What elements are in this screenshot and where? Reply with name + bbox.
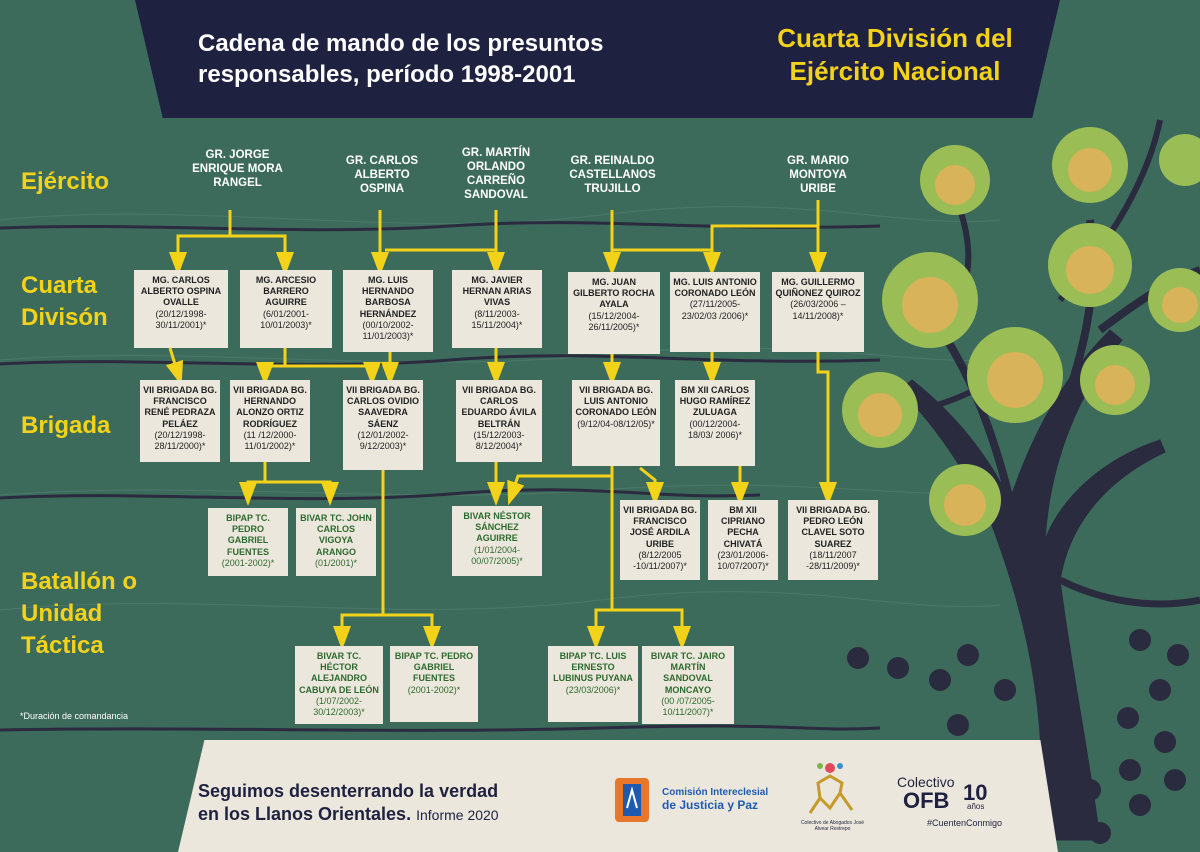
batallon-card: BIPAP TC. PEDRO GABRIEL FUENTES (2001-20… <box>390 646 478 722</box>
card-dates: (15/12/2004-26/11/2005)* <box>588 310 640 332</box>
card-name: MG. JAVIER HERNAN ARIAS VIVAS <box>462 275 532 308</box>
card-dates: (18/11/2007 -28/11/2009)* <box>806 549 860 572</box>
batallon-card: BIPAP TC. PEDRO GABRIEL FUENTES (2001-20… <box>208 508 288 576</box>
division-card: MG. ARCESIO BARRERO AGUIRRE (6/01/2001-1… <box>240 270 332 348</box>
batallon-card: BIVAR TC. JOHN CARLOS VIGOYA ARANGO (01/… <box>296 508 376 576</box>
cfb-line-2: OFB <box>903 788 950 813</box>
card-name: MG. ARCESIO BARRERO AGUIRRE <box>255 275 317 308</box>
brigada-card: VII BRIGADA BG. LUIS ANTONIO CORONADO LE… <box>572 380 660 466</box>
card-dates: (2001-2002)* <box>221 557 275 568</box>
general-montoya: GR. MARIO MONTOYA URIBE <box>787 155 849 195</box>
unit-title: Cuarta División del Ejército Nacional <box>777 23 1013 86</box>
report-year: Informe 2020 <box>416 807 499 823</box>
card-name: BIVAR TC. JOHN CARLOS VIGOYA ARANGO <box>300 513 372 557</box>
cfb-line-4: años <box>967 802 985 811</box>
tagline-line-2: en los Llanos Orientales. <box>198 804 412 824</box>
cfb-line-1: Colectivo <box>897 774 955 790</box>
card-dates: (23/03/2006)* <box>565 684 621 695</box>
batallon-card: BIVAR TC. JAIRO MARTÍN SANDOVAL MONCAYO … <box>642 646 734 724</box>
cij-logo-text: Comisión Intereclesial de Justicia y Paz <box>662 787 768 811</box>
card-name: VII BRIGADA BG. CARLOS OVIDIO SAAVEDRA S… <box>346 385 420 429</box>
card-dates: (6/01/2001-10/01/2003)* <box>260 308 312 330</box>
card-dates: (11 /12/2000-11/01/2002)* <box>243 429 297 452</box>
card-dates: (9/12/04-08/12/05)* <box>577 418 655 429</box>
division-card: MG. JAVIER HERNAN ARIAS VIVAS (8/11/2003… <box>452 270 542 348</box>
card-name: MG. GUILLERMO QUIÑONEZ QUIROZ <box>775 277 861 299</box>
brigada-card: VII BRIGADA BG. PEDRO LEÓN CLAVEL SOTO S… <box>788 500 878 580</box>
tagline-line-1: Seguimos desenterrando la verdad <box>198 781 499 801</box>
cij-line-1: Comisión Intereclesial <box>662 787 769 798</box>
card-dates: (23/01/2006-10/07/2007)* <box>717 549 769 572</box>
level-ejercito: Ejército <box>21 168 110 195</box>
cfb-hashtag: #CuentenConmigo <box>927 818 1003 828</box>
level-brigada: Brigada <box>21 412 111 439</box>
card-dates: (00/10/2002-11/01/2003)* <box>362 319 414 342</box>
card-name: BIVAR TC. HÉCTOR ALEJANDRO CABUYA DE LEÓ… <box>299 651 379 695</box>
brigada-card: VII BRIGADA BG. FRANCISCO JOSÉ ARDILA UR… <box>620 500 700 580</box>
general-ospina: GR. CARLOS ALBERTO OSPINA <box>345 155 419 195</box>
card-dates: (00 /07/2005-10/11/2007)* <box>661 695 715 718</box>
card-name: BIPAP TC. PEDRO GABRIEL FUENTES <box>394 651 474 684</box>
general-mora-rangel: GR. JORGE ENRIQUE MORA RANGEL <box>192 149 283 189</box>
division-card: MG. JUAN GILBERTO ROCHA AYALA (15/12/200… <box>568 272 660 354</box>
general-castellanos: GR. REINALDO CASTELLANOS TRUJILLO <box>569 155 656 195</box>
brigada-card: VII BRIGADA BG. CARLOS OVIDIO SAAVEDRA S… <box>343 380 423 470</box>
cajar-logo-text: Colectivo de Abogados José Alvear Restre… <box>800 820 865 832</box>
card-name: VII BRIGADA BG. PEDRO LEÓN CLAVEL SOTO S… <box>796 505 870 549</box>
batallon-card: BIVAR NÉSTOR SÁNCHEZ AGUIRRE (1/01/2004-… <box>452 506 542 576</box>
brigada-card: VII BRIGADA BG. CARLOS EDUARDO ÁVILA BEL… <box>456 380 542 462</box>
card-name: MG. JUAN GILBERTO ROCHA AYALA <box>573 277 655 310</box>
card-dates: (01/2001)* <box>314 557 358 568</box>
general-carreno: GR. MARTÍN ORLANDO CARREÑO SANDOVAL <box>461 147 531 201</box>
cij-logo-icon <box>615 778 649 822</box>
division-card: MG. LUIS ANTONIO CORONADO LEÓN (27/11/20… <box>670 272 760 352</box>
cajar-logo-icon <box>808 763 854 814</box>
footer-tagline: Seguimos desenterrando la verdad en los … <box>198 780 499 827</box>
division-card: MG. CARLOS ALBERTO OSPINA OVALLE (20/12/… <box>134 270 228 348</box>
card-name: BIPAP TC. LUIS ERNESTO LUBINUS PUYANA <box>553 651 633 684</box>
brigada-card: VII BRIGADA BG. HERNANDO ALONZO ORTIZ RO… <box>230 380 310 462</box>
header-banner <box>135 0 1060 118</box>
card-dates: (8/11/2003-15/11/2004)* <box>471 308 523 330</box>
footnote: *Duración de comandancia <box>20 711 129 721</box>
brigada-card: BM XII CIPRIANO PECHA CHIVATÁ (23/01/200… <box>708 500 778 580</box>
card-name: VII BRIGADA BG. CARLOS EDUARDO ÁVILA BEL… <box>461 385 537 429</box>
brigada-card: VII BRIGADA BG. FRANCISCO RENÉ PEDRAZA P… <box>140 380 220 462</box>
page-title: Cadena de mando de los presuntos respons… <box>198 30 604 88</box>
card-dates: (20/12/1998-28/11/2000)* <box>154 429 206 452</box>
level-division: Cuarta Divisón <box>21 272 108 331</box>
card-dates: (27/11/2005-23/02/03 /2006)* <box>681 299 749 321</box>
card-name: VII BRIGADA BG. HERNANDO ALONZO ORTIZ RO… <box>233 385 307 429</box>
card-dates: (15/12/2003-8/12/2004)* <box>473 429 525 452</box>
card-dates: (00/12/2004-18/03/ 2006)* <box>687 418 743 440</box>
card-name: MG. LUIS ANTONIO CORONADO LEÓN <box>673 277 757 299</box>
card-name: BIVAR TC. JAIRO MARTÍN SANDOVAL MONCAYO <box>650 651 726 695</box>
cfb-line-3: 10 <box>963 780 988 805</box>
card-dates: (2001-2002)* <box>407 684 461 695</box>
card-name: BM XII CIPRIANO PECHA CHIVATÁ <box>720 505 765 549</box>
batallon-card: BIPAP TC. LUIS ERNESTO LUBINUS PUYANA (2… <box>548 646 638 722</box>
card-name: VII BRIGADA BG. LUIS ANTONIO CORONADO LE… <box>575 385 657 418</box>
card-name: BIPAP TC. PEDRO GABRIEL FUENTES <box>226 513 270 557</box>
cij-line-2: de Justicia y Paz <box>662 798 759 812</box>
card-dates: (20/12/1998-30/11/2001)* <box>155 308 207 330</box>
card-dates: (1/01/2004-00/07/2005)* <box>471 544 523 566</box>
batallon-card: BIVAR TC. HÉCTOR ALEJANDRO CABUYA DE LEÓ… <box>295 646 383 724</box>
card-name: MG. CARLOS ALBERTO OSPINA OVALLE <box>140 275 222 308</box>
card-name: VII BRIGADA BG. FRANCISCO JOSÉ ARDILA UR… <box>623 505 697 549</box>
card-dates: (1/07/2002-30/12/2003)* <box>313 695 365 718</box>
card-name: VII BRIGADA BG. FRANCISCO RENÉ PEDRAZA P… <box>143 385 217 429</box>
division-card: MG. GUILLERMO QUIÑONEZ QUIROZ (26/03/200… <box>772 272 864 352</box>
brigada-card: BM XII CARLOS HUGO RAMÍREZ ZULUAGA (00/1… <box>675 380 755 466</box>
card-dates: (26/03/2006 – 14/11/2008)* <box>790 299 846 321</box>
card-dates: (8/12/2005 -10/11/2007)* <box>633 549 687 572</box>
level-batallon: Batallón o Unidad Táctica <box>21 568 138 659</box>
card-name: BIVAR NÉSTOR SÁNCHEZ AGUIRRE <box>463 511 531 544</box>
card-name: MG. LUIS HERNANDO BARBOSA HERNÁNDEZ <box>359 275 417 319</box>
division-card: MG. LUIS HERNANDO BARBOSA HERNÁNDEZ (00/… <box>343 270 433 352</box>
card-name: BM XII CARLOS HUGO RAMÍREZ ZULUAGA <box>679 385 751 418</box>
card-dates: (12/01/2002-9/12/2003)* <box>357 429 409 452</box>
